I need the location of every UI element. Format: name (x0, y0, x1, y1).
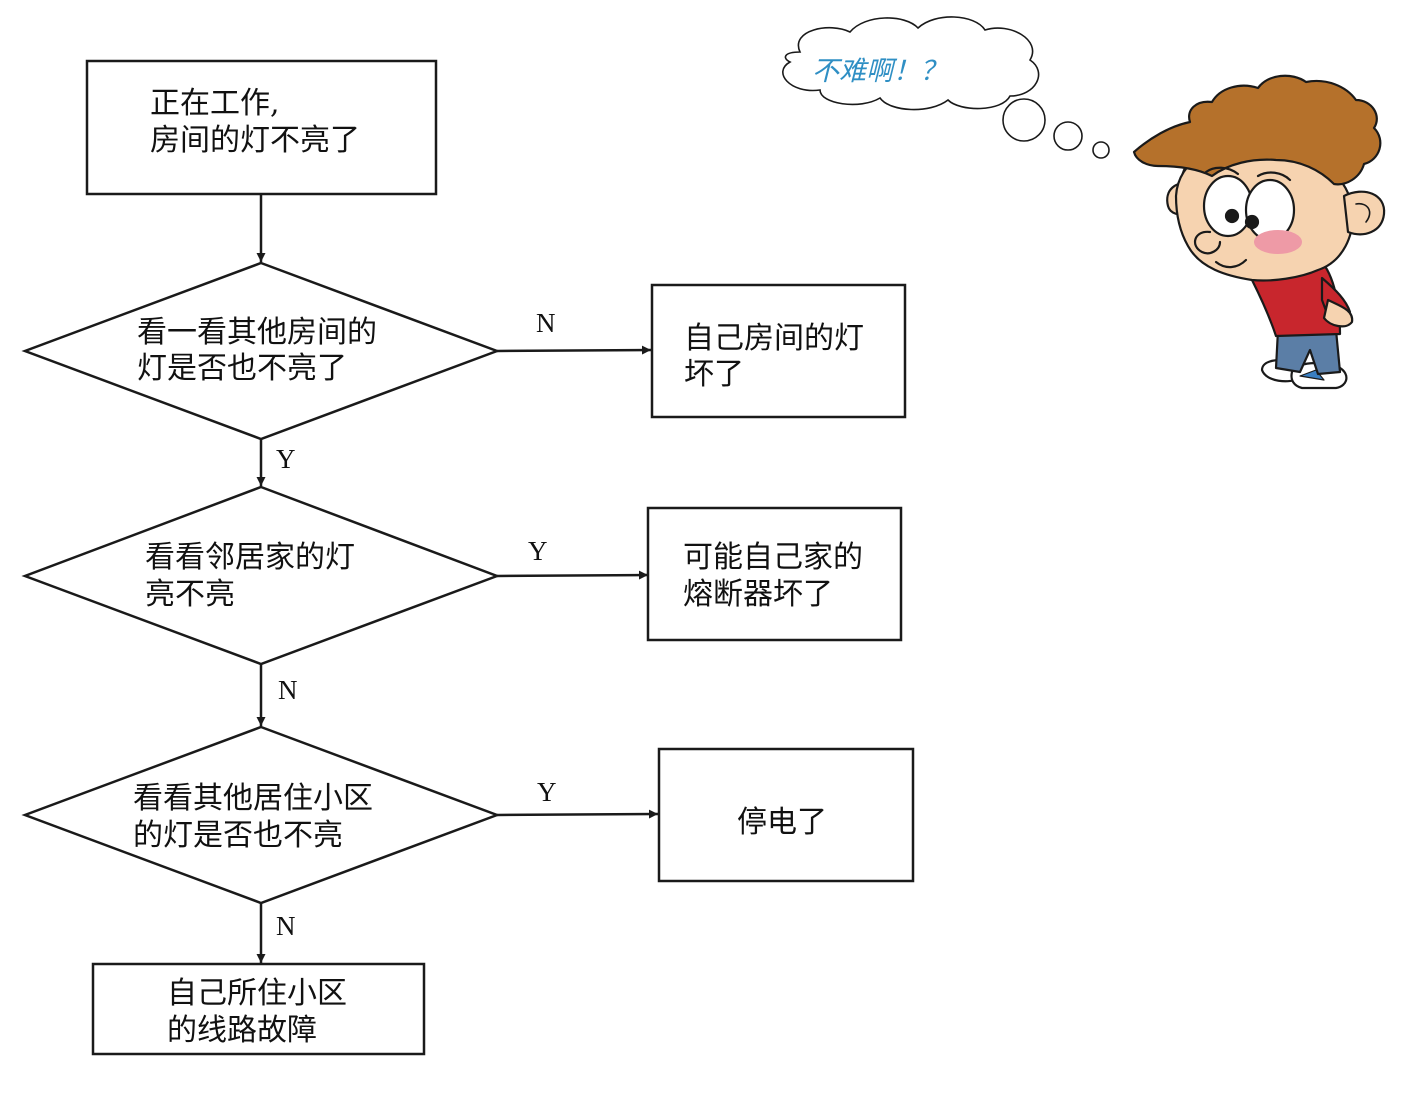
result-own-lamp-frame (650, 283, 907, 419)
r2-line-2: 熔断器坏了 (683, 577, 833, 612)
q2-line-2: 亮不亮 (145, 577, 235, 612)
r2-line-1: 可能自己家的 (683, 540, 863, 575)
edge-label-q1-no: N (536, 308, 556, 338)
start-line-2: 房间的灯不亮了 (150, 123, 360, 158)
edge-q3-yes (496, 809, 659, 819)
mouth (1214, 258, 1248, 269)
r3-line-1: 停电了 (737, 805, 827, 840)
right-pupil (1244, 214, 1260, 230)
thought-dot-large (1002, 98, 1046, 142)
edge-label-q3-no: N (276, 911, 296, 941)
end-line-2: 的线路故障 (167, 1013, 317, 1048)
cartoon-boy-scratching-head-icon (1132, 74, 1386, 390)
decision-other-communities: 看看其他居住小区 的灯是否也不亮 (21, 725, 501, 905)
left-pupil (1224, 208, 1240, 224)
edge-label-q2-yes: Y (528, 536, 548, 566)
start-line-1: 正在工作, (150, 86, 280, 121)
q2-line-1: 看看邻居家的灯 (145, 540, 355, 575)
right-hand (1322, 298, 1354, 328)
q3-line-2: 的灯是否也不亮 (133, 818, 343, 853)
left-eyebrow (1204, 166, 1240, 176)
right-eyebrow (1256, 171, 1292, 182)
left-eye (1202, 174, 1254, 238)
end-box: 自己所住小区 的线路故障 (91, 962, 426, 1056)
end-box-frame (91, 962, 426, 1056)
r1-line-2: 坏了 (684, 357, 744, 392)
result-power-outage: 停电了 (657, 747, 915, 883)
result-fuse-frame (646, 506, 903, 642)
ear (1342, 190, 1386, 236)
ear-inner (1355, 202, 1371, 223)
thought-cloud (782, 16, 1040, 111)
thought-dot-small (1092, 141, 1110, 159)
q3-line-1: 看看其他居住小区 (133, 781, 373, 816)
edge-label-q3-yes: Y (537, 777, 557, 807)
edge-q2-yes (496, 570, 649, 580)
start-box-frame (85, 59, 438, 196)
edge-q1-no (496, 345, 652, 355)
edge-label-q2-no: N (278, 675, 298, 705)
jeans (1274, 328, 1342, 376)
q1-line-1: 看一看其他房间的 (137, 315, 377, 350)
hair (1132, 74, 1382, 186)
result-fuse-broken: 可能自己家的 熔断器坏了 (646, 506, 903, 642)
edge-label-q1-yes: Y (276, 444, 296, 474)
q1-line-2: 灯是否也不亮了 (137, 351, 347, 386)
cheek-blush (1254, 230, 1302, 254)
result-power-outage-frame (657, 747, 915, 883)
decision-neighbor-diamond (21, 485, 501, 666)
result-own-lamp-broken: 自己房间的灯 坏了 (650, 283, 907, 419)
decision-other-rooms: 看一看其他房间的 灯是否也不亮了 (21, 261, 501, 441)
decision-neighbor-lights: 看看邻居家的灯 亮不亮 (21, 485, 501, 666)
nose (1193, 230, 1222, 255)
thought-dot-medium (1053, 121, 1083, 151)
end-line-1: 自己所住小区 (167, 976, 347, 1011)
thought-text: 不难啊！？ (812, 56, 947, 87)
start-box: 正在工作, 房间的灯不亮了 (85, 59, 438, 196)
thought-bubble: 不难啊！？ (782, 16, 1110, 159)
r1-line-1: 自己房间的灯 (684, 321, 864, 356)
